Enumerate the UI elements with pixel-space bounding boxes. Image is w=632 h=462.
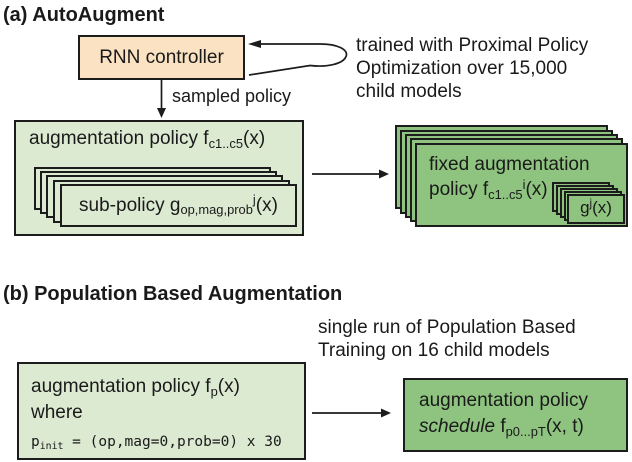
fixed-policy-pre: policy f [429,179,489,200]
schedule-pre: f [495,416,506,437]
sampled-policy-label: sampled policy [172,86,292,106]
subpolicy-pre: sub-policy g [79,194,181,216]
fixed-policy-card-front: fixed augmentation policy fc1..c5i(x) gj… [415,143,628,227]
subpolicy-label: sub-policy gop,mag,probj(x) [79,192,278,218]
arrow-rnn-to-policy [157,80,166,118]
g-card-pre: g [580,198,590,217]
subpolicy-sup: j [252,192,256,208]
augmentation-policy-label: augmentation policy fc1..c5(x) [29,128,266,151]
pba-schedule-box: augmentation policy schedule fp0...pT(x,… [403,378,628,452]
ppo-note-line2: Optimization over 15,000 [356,58,568,79]
subpolicy-card-front: sub-policy gop,mag,probj(x) [60,184,297,227]
aug-policy-pre: augmentation policy f [29,128,209,149]
g-card-label: gj(x) [580,195,612,223]
subpolicy-post: (x) [255,194,278,216]
pbt-note: single run of Population Based Training … [318,316,576,362]
aug-policy-sub: c1..c5 [208,135,243,151]
g-card-sup: j [589,198,593,211]
pbt-note-line2: Training on 16 child models [318,340,550,361]
pba-code-sub: init [39,440,64,452]
aug-policy-post: (x) [243,128,266,149]
pba-policy-pre: augmentation policy f [31,376,211,397]
pba-policy-post: (x) [217,376,240,397]
ppo-note-line3: child models [356,81,462,102]
rnn-controller-box: RNN controller [78,35,245,80]
pba-code-post: = (op,mag=0,prob=0) x 30 [63,434,282,450]
schedule-line1: augmentation policy [419,390,588,411]
pba-policy-code: pinit = (op,mag=0,prob=0) x 30 [31,430,304,456]
schedule-line2: schedule fp0...pT(x, t) [419,414,626,441]
fixed-policy-line2: policy fc1..c5i(x) [429,177,626,203]
g-card-post: (x) [592,198,612,217]
pba-policy-line1: augmentation policy fp(x) [31,374,304,400]
fixed-policy-post: (x) [525,179,548,200]
panel-a-title: (a) AutoAugment [3,4,165,26]
arrow-policy-to-schedule [312,408,391,418]
schedule-sub: p0...pT [505,423,546,439]
pba-code-pre: p [31,434,40,450]
augmentation-policy-container: augmentation policy fc1..c5(x) sub-polic… [14,120,304,236]
schedule-post: (x, t) [545,416,584,437]
subpolicy-sub: op,mag,prob [180,202,253,218]
pba-policy-sub: p [210,383,218,399]
g-card-front: gj(x) [567,194,625,224]
fixed-policy-sub: c1..c5 [488,186,523,202]
fixed-policy-sup: i [522,176,526,192]
rnn-controller-label: RNN controller [99,46,224,68]
pba-policy-where: where [31,402,83,423]
schedule-italic: schedule [419,416,496,437]
arrow-policy-to-fixed [312,169,389,179]
arrow-ppo-feedback-loop [248,40,348,76]
pbt-note-line1: single run of Population Based [318,317,576,338]
pba-policy-box: augmentation policy fp(x) where pinit = … [17,362,306,460]
fixed-policy-line1: fixed augmentation [429,154,590,175]
panel-b-title: (b) Population Based Augmentation [3,283,343,305]
ppo-note-line1: trained with Proximal Policy [356,35,589,56]
ppo-note: trained with Proximal Policy Optimizatio… [356,34,588,103]
